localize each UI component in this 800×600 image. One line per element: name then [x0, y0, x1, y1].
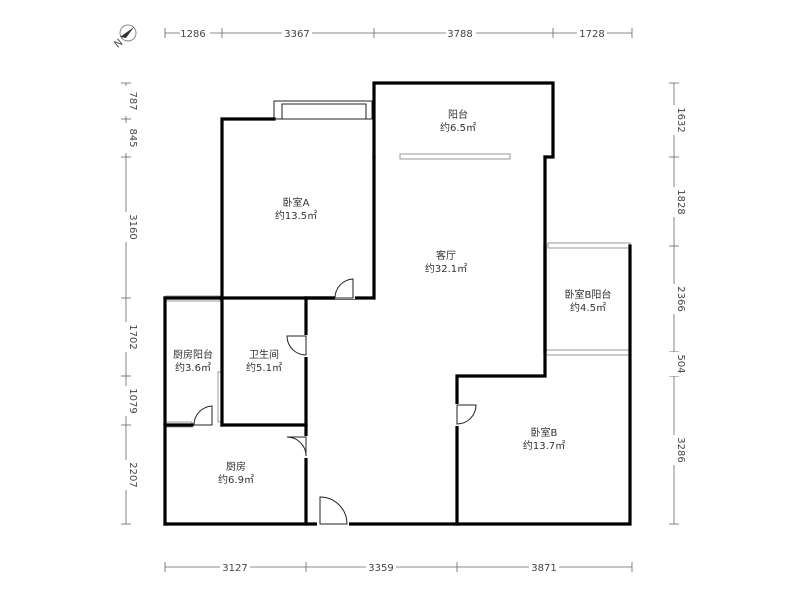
dim-top-1: 1286	[180, 29, 205, 40]
window-bedroom-b-balcony-top	[547, 242, 631, 249]
dim-bottom-1: 3127	[222, 563, 247, 574]
dim-left-3: 3160	[127, 214, 138, 239]
bay-window	[273, 100, 373, 120]
dim-top-2: 3367	[284, 29, 309, 40]
room-kitchen-area: 约6.9㎡	[218, 473, 254, 486]
dimension-bottom: 3127 3359 3871	[164, 560, 633, 574]
compass-circle	[119, 24, 137, 42]
dim-top-3: 3788	[447, 29, 472, 40]
window-balcony	[399, 153, 511, 160]
room-kitchen-name: 厨房	[226, 460, 246, 473]
room-balcony-area: 约6.5㎡	[440, 121, 476, 134]
room-bedroom-b-balcony-name: 卧室B阳台	[565, 288, 612, 301]
dim-left-2: 845	[127, 128, 138, 147]
door-kitchen-balcony	[193, 405, 214, 426]
windows	[165, 153, 631, 428]
dim-right-3: 2366	[675, 286, 686, 311]
dim-left-4: 1702	[127, 324, 138, 349]
dim-left-1: 787	[127, 91, 138, 110]
room-living-name: 客厅	[436, 249, 456, 262]
room-bedroom-b-area: 约13.7㎡	[523, 439, 565, 452]
walls	[163, 81, 632, 526]
dim-right-2: 1828	[675, 189, 686, 214]
dim-right-1: 1632	[675, 107, 686, 132]
dimension-top: 1286 3367 3788 1728	[164, 26, 633, 40]
doors	[193, 278, 477, 527]
dimension-right: 1632 1828 2366 504 3286	[667, 82, 686, 525]
dim-bottom-3: 3871	[531, 563, 556, 574]
room-bedroom-a-name: 卧室A	[283, 196, 310, 209]
room-bathroom-name: 卫生间	[249, 348, 279, 361]
room-kitchen-balcony-name: 厨房阳台	[173, 348, 213, 361]
compass-arrow-icon	[120, 27, 134, 38]
room-balcony-name: 阳台	[448, 108, 468, 121]
door-kitchen	[286, 436, 308, 458]
dim-right-4: 504	[675, 354, 686, 373]
door-entrance	[317, 496, 349, 527]
door-bedroom-a	[334, 278, 355, 299]
compass: N	[112, 24, 137, 51]
room-bedroom-a-area: 约13.5㎡	[275, 209, 317, 222]
door-bedroom-b	[455, 404, 477, 426]
dim-top-4: 1728	[579, 29, 604, 40]
dim-bottom-2: 3359	[368, 563, 393, 574]
room-labels: 阳台 约6.5㎡ 卧室A 约13.5㎡ 客厅 约32.1㎡ 卧室B阳台 约4.5…	[173, 108, 611, 486]
dim-right-5: 3286	[675, 437, 686, 462]
dim-left-6: 2207	[127, 462, 138, 487]
room-bedroom-b-name: 卧室B	[531, 426, 558, 439]
dimension-left: 787 845 3160 1702 1079 2207	[119, 82, 138, 525]
door-bathroom	[286, 335, 308, 357]
window-bedroom-b-balcony-bottom	[545, 349, 631, 356]
room-bathroom-area: 约5.1㎡	[246, 361, 282, 374]
room-living-area: 约32.1㎡	[425, 262, 467, 275]
room-bedroom-b-balcony-area: 约4.5㎡	[570, 301, 606, 314]
dim-left-5: 1079	[127, 388, 138, 413]
room-kitchen-balcony-area: 约3.6㎡	[175, 361, 211, 374]
